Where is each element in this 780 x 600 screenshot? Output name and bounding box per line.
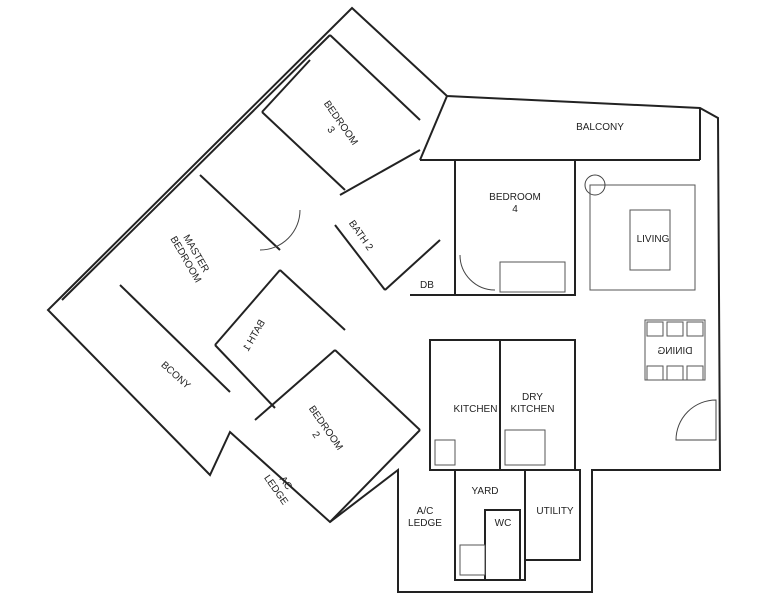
- room-label-wc: WC: [494, 518, 512, 529]
- lamp: [584, 174, 606, 196]
- room-label-kitchen: KITCHEN: [453, 404, 498, 415]
- room-label-balcony: BALCONY: [576, 122, 624, 133]
- wall-bed2: [334, 349, 421, 431]
- wall: [329, 34, 421, 121]
- wall: [61, 34, 331, 301]
- room-label-yard: YARD: [471, 486, 499, 497]
- shower: [459, 544, 486, 576]
- coffee-table: [629, 209, 671, 271]
- entrance-door: [675, 399, 717, 441]
- wall-bath2: [334, 224, 386, 291]
- living-furniture: [589, 184, 696, 291]
- wardrobe: [499, 261, 566, 293]
- chair: [686, 321, 704, 337]
- room-label-utility: UTILITY: [536, 506, 574, 517]
- chair: [686, 365, 704, 381]
- wall-bath1: [214, 269, 281, 346]
- chair: [666, 365, 684, 381]
- wall-bath1: [214, 344, 276, 409]
- stove: [504, 429, 546, 466]
- outer-wall: [46, 6, 722, 593]
- wall-bed2: [254, 349, 336, 421]
- wall-bed3: [261, 111, 346, 191]
- wall-bath2: [384, 239, 441, 291]
- bedroom4-walls: [454, 159, 576, 296]
- room-label-dry-kitchen: DRY KITCHEN: [510, 392, 555, 415]
- room-label-db: DB: [420, 280, 434, 291]
- sink: [434, 439, 456, 466]
- wall-bath1: [279, 269, 346, 331]
- chair: [646, 321, 664, 337]
- wall-bed2: [329, 429, 421, 523]
- wall: [261, 59, 311, 113]
- wall-master: [199, 174, 281, 251]
- door-swing: [459, 254, 496, 291]
- room-label-living: LIVING: [636, 234, 670, 245]
- room-label-dining: DINING: [657, 346, 693, 357]
- chair: [646, 365, 664, 381]
- room-label-bedroom4: BEDROOM 4: [489, 192, 541, 215]
- room-label-ac-ledge-bottom: A/C LEDGE: [408, 506, 442, 529]
- wall-bath2: [339, 149, 421, 196]
- door-swing: [259, 209, 301, 251]
- wall-master-balcony: [119, 284, 231, 393]
- utility-walls: [524, 469, 581, 561]
- wall: [419, 95, 448, 161]
- chair: [666, 321, 684, 337]
